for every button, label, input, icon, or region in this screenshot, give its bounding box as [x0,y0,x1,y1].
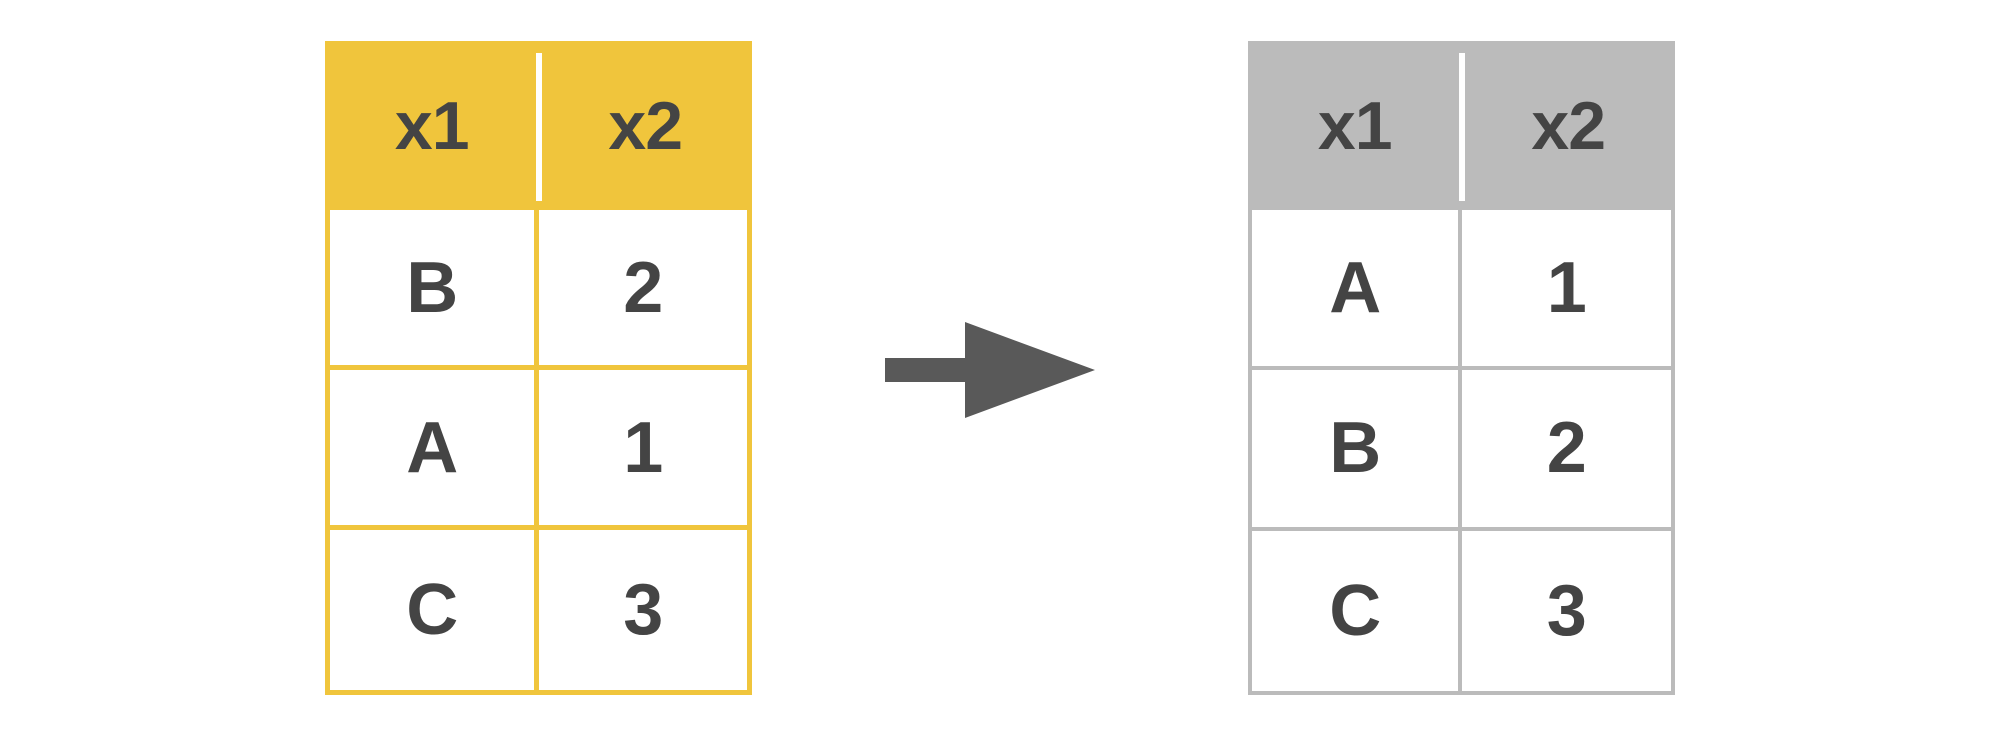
result-table-header-row: x1 x2 [1248,41,1675,210]
arrow-right-icon [880,318,1102,422]
result-cell-x2-row3: 3 [1461,530,1671,691]
result-table-body: A 1 B 2 C 3 [1248,210,1675,695]
table-row: A 1 [1252,210,1671,371]
table-row: C 3 [330,530,747,690]
source-table-body: B 2 A 1 C 3 [325,210,752,695]
result-cell-x1-row3: C [1252,530,1462,691]
result-cell-x1-row2: B [1252,370,1462,527]
table-row: B 2 [1252,370,1671,531]
source-header-cell-x1: x1 [394,87,470,164]
source-header-cell-x2: x2 [608,87,683,164]
source-cell-x2-row2: 1 [538,370,747,525]
source-table: x1 x2 B 2 A 1 C 3 [325,41,752,695]
source-cell-x1-row1: B [330,210,539,365]
result-header-divider [1458,53,1465,201]
table-row: B 2 [330,210,747,370]
source-cell-x2-row1: 2 [538,210,747,365]
result-table: x1 x2 A 1 B 2 C 3 [1248,41,1675,695]
source-cell-x2-row3: 3 [538,530,747,690]
source-cell-x1-row3: C [330,530,539,690]
source-header-divider [535,53,542,201]
result-cell-x1-row1: A [1252,210,1462,367]
result-cell-x2-row1: 1 [1461,210,1671,367]
table-row: A 1 [330,370,747,530]
source-cell-x1-row2: A [330,370,539,525]
result-cell-x2-row2: 2 [1461,370,1671,527]
source-table-header-row: x1 x2 [325,41,752,210]
table-row: C 3 [1252,530,1671,691]
result-header-cell-x2: x2 [1531,87,1606,164]
result-header-cell-x1: x1 [1317,87,1393,164]
